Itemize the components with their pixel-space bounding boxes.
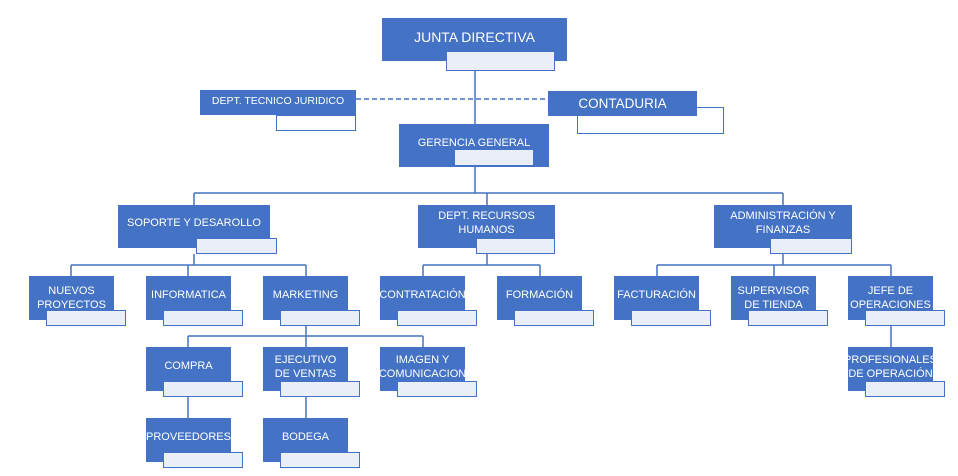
node-dept-tecnico-juridico[interactable]: DEPT. TECNICO JURIDICO: [200, 90, 356, 115]
node-name-field[interactable]: [865, 381, 945, 397]
node-name-field[interactable]: [280, 452, 360, 468]
node-label: JUNTA DIRECTIVA: [414, 29, 535, 45]
node-name-field[interactable]: [455, 150, 533, 165]
node-name-field[interactable]: [631, 310, 711, 326]
node-label: IMAGEN Y COMUNICACION: [378, 354, 467, 380]
node-label: INFORMATICA: [151, 289, 226, 301]
node-name-field[interactable]: [280, 381, 360, 397]
node-name-field[interactable]: [280, 310, 360, 326]
node-label: SOPORTE Y DESAROLLO: [127, 217, 261, 229]
node-name-field[interactable]: [196, 238, 277, 254]
node-name-field[interactable]: [748, 310, 828, 326]
node-name-field[interactable]: [276, 115, 356, 131]
node-name-field[interactable]: [397, 310, 477, 326]
node-label: EJECUTIVO DE VENTAS: [274, 354, 337, 380]
node-label: PROVEEDORES: [146, 431, 231, 443]
node-label: FORMACIÓN: [505, 289, 574, 301]
node-name-field[interactable]: [476, 238, 555, 254]
node-label: MARKETING: [272, 289, 339, 301]
node-name-field[interactable]: [865, 310, 945, 326]
node-label: DEPT. RECURSOS HUMANOS: [438, 210, 535, 236]
node-label: FACTURACIÓN: [617, 289, 696, 301]
node-name-field[interactable]: [163, 452, 243, 468]
node-label: JEFE DE OPERACIONES: [850, 285, 931, 311]
node-label: SUPERVISOR DE TIENDA: [737, 285, 810, 311]
node-name-field[interactable]: [397, 381, 477, 397]
node-label: CONTRATACIÓN: [379, 289, 466, 301]
node-name-field[interactable]: [770, 238, 852, 254]
node-label: COMPRA: [164, 360, 213, 372]
node-label: NUEVOS PROYECTOS: [37, 285, 106, 311]
node-label: DEPT. TECNICO JURIDICO: [211, 95, 345, 107]
node-supervisor-tienda[interactable]: SUPERVISOR DE TIENDA: [731, 276, 816, 320]
node-name-field[interactable]: [446, 51, 555, 71]
node-label: ADMINISTRACIÓN Y FINANZAS: [730, 210, 836, 236]
node-label: GERENCIA GENERAL: [417, 137, 531, 149]
node-name-field[interactable]: [514, 310, 594, 326]
node-name-field[interactable]: [46, 310, 126, 326]
node-name-field[interactable]: [163, 310, 243, 326]
node-label: BODEGA: [281, 431, 330, 443]
node-contaduria[interactable]: CONTADURIA: [548, 91, 697, 116]
node-label: CONTADURIA: [578, 95, 667, 111]
node-name-field[interactable]: [163, 381, 243, 397]
node-label: PROFESIONALES DE OPERACIÓN: [844, 354, 937, 380]
